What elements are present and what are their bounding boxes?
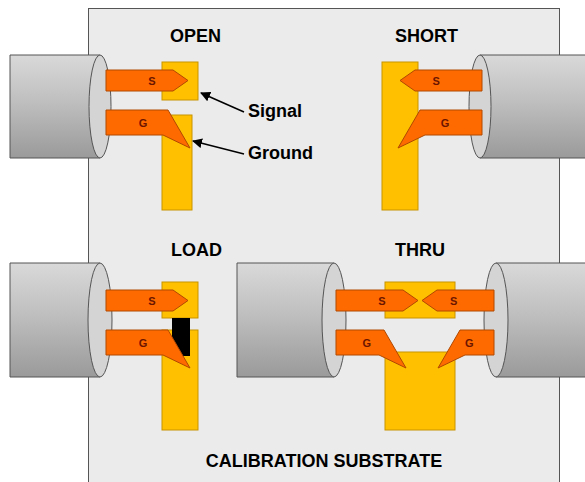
probe-pin-name: S: [378, 295, 385, 306]
probe-tip: G: [398, 108, 482, 150]
probe-pin-name: G: [441, 118, 450, 129]
probe-tip-shape: [438, 328, 494, 370]
probe-tip: G: [336, 328, 406, 370]
standard-name: THRU: [395, 241, 445, 261]
probe-pin-name: S: [148, 295, 155, 306]
leader-arrow: [201, 93, 244, 112]
probe-tip-shape: [336, 288, 418, 313]
probe-tip: G: [106, 328, 190, 370]
cable-end: [88, 263, 112, 377]
probe-tip: G: [106, 108, 190, 150]
probe-tip-shape: [398, 108, 482, 150]
probe-pin-name: G: [465, 338, 474, 349]
probe-cable: [10, 263, 100, 377]
probe-pin-name: S: [148, 75, 155, 86]
probe-tip: S: [106, 68, 188, 93]
probe-tip-shape: [106, 108, 190, 150]
probe-pin-name: G: [363, 338, 372, 349]
probe-pin-name: S: [432, 75, 439, 86]
standard-name: SHORT: [395, 27, 458, 47]
probe-tip-shape: [106, 288, 188, 313]
leader-arrow: [193, 141, 244, 154]
standard-name: OPEN: [170, 27, 221, 47]
substrate-ground: [89, 9, 560, 482]
probe-tip-shape: [336, 328, 406, 370]
cable-end: [322, 263, 346, 377]
probe-cable: [480, 55, 585, 158]
probe-cable: [237, 263, 334, 377]
standard-name: LOAD: [171, 241, 222, 261]
cable-end: [484, 263, 508, 377]
callout-label: Signal: [248, 102, 302, 122]
probe-tip: S: [106, 288, 188, 313]
substrate-caption: CALIBRATION SUBSTRATE: [88, 452, 560, 472]
probe-pin-name: G: [139, 118, 148, 129]
probe-tip-shape: [400, 68, 482, 93]
probe-tip: S: [422, 288, 494, 313]
probe-tip-shape: [422, 288, 494, 313]
probe-cable: [496, 263, 585, 377]
probe-tip: S: [400, 68, 482, 93]
probe-tip-shape: [106, 68, 188, 93]
probe-tip: S: [336, 288, 418, 313]
probe-tip: G: [438, 328, 494, 370]
calibration-substrate: CALIBRATION SUBSTRATE S S G G S S S G G G: [88, 8, 560, 482]
probe-cable: [10, 55, 100, 158]
callout-label: Ground: [248, 144, 313, 164]
probe-pin-name: S: [450, 295, 457, 306]
probe-pin-name: G: [139, 338, 148, 349]
probe-tip-shape: [106, 328, 190, 370]
